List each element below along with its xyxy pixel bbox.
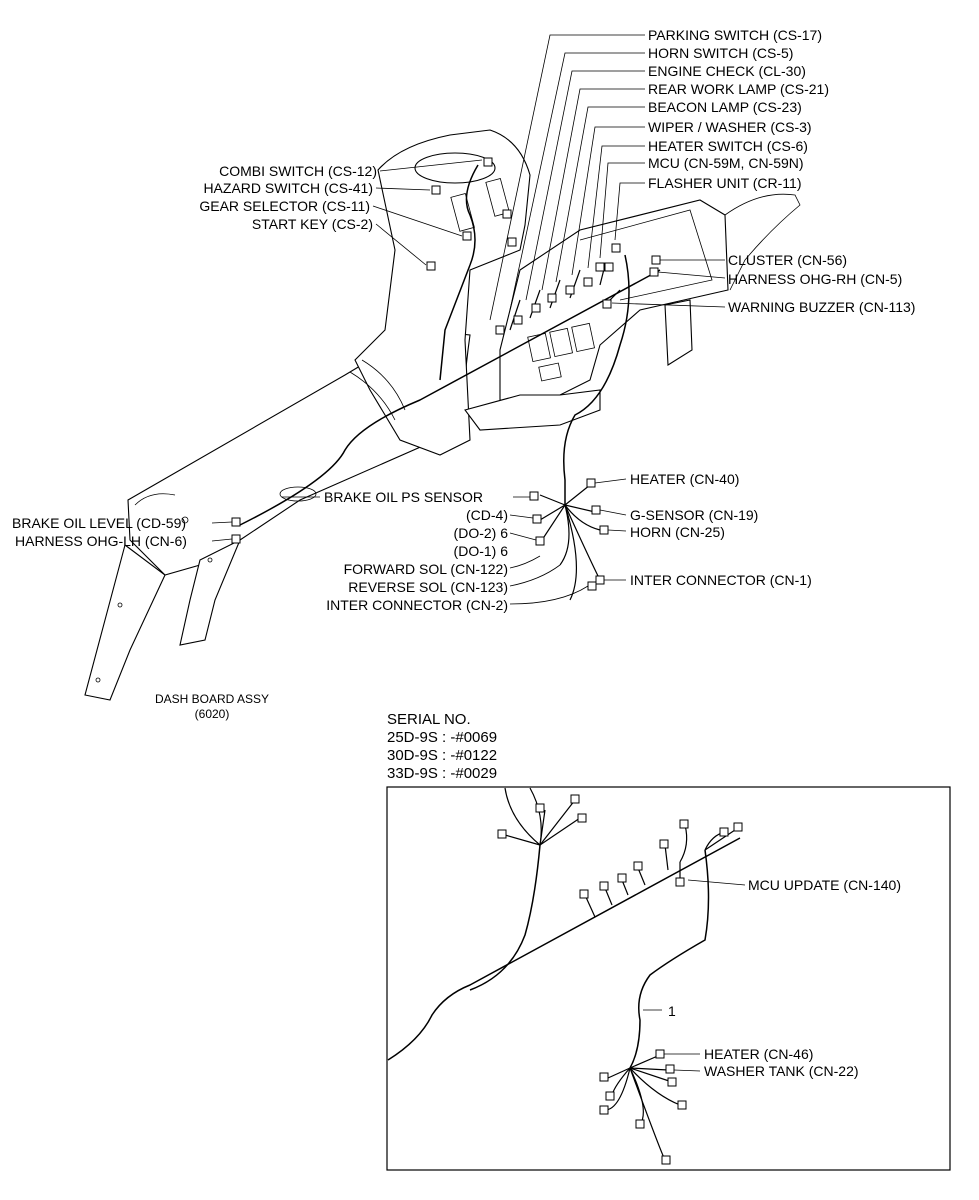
label-cluster: CLUSTER (CN-56) xyxy=(728,252,847,268)
label-hazard-switch: HAZARD SWITCH (CS-41) xyxy=(203,180,373,196)
label-mcu: MCU (CN-59M, CN-59N) xyxy=(648,155,804,171)
serial-title: SERIAL NO. xyxy=(387,711,471,728)
serial-block: SERIAL NO. 25D-9S : -#0069 30D-9S : -#01… xyxy=(387,711,497,782)
label-heater-switch: HEATER SWITCH (CS-6) xyxy=(648,138,808,154)
label-item-number: 1 xyxy=(668,1003,676,1019)
label-beacon-lamp: BEACON LAMP (CS-23) xyxy=(648,99,802,115)
label-harness-ohg-lh: HARNESS OHG-LH (CN-6) xyxy=(15,533,187,549)
label-warning-buzzer: WARNING BUZZER (CN-113) xyxy=(728,299,915,315)
label-inter-connector-2: INTER CONNECTOR (CN-2) xyxy=(326,597,508,613)
serial-row-2: 30D-9S : -#0122 xyxy=(387,747,497,764)
label-flasher-unit: FLASHER UNIT (CR-11) xyxy=(648,175,802,191)
label-do1: (DO-1) 6 xyxy=(454,543,509,559)
label-wiper-washer: WIPER / WASHER (CS-3) xyxy=(648,119,812,135)
leader-lines xyxy=(211,34,726,605)
label-horn-cn25: HORN (CN-25) xyxy=(630,524,725,540)
label-mcu-update: MCU UPDATE (CN-140) xyxy=(748,877,901,893)
label-combi-switch: COMBI SWITCH (CS-12) xyxy=(219,163,377,179)
label-start-key: START KEY (CS-2) xyxy=(252,216,373,232)
label-inter-connector-1: INTER CONNECTOR (CN-1) xyxy=(630,572,812,588)
dashboard-body xyxy=(84,129,801,701)
label-harness-ohg-rh: HARNESS OHG-RH (CN-5) xyxy=(728,271,902,287)
label-brake-oil-level: BRAKE OIL LEVEL (CD-59) xyxy=(12,515,186,531)
label-cd4: (CD-4) xyxy=(466,507,508,523)
caption-title: DASH BOARD ASSY xyxy=(155,692,269,706)
label-g-sensor: G-SENSOR (CN-19) xyxy=(630,507,758,523)
caption-code: (6020) xyxy=(195,707,230,721)
label-heater-cn46: HEATER (CN-46) xyxy=(704,1046,813,1062)
label-engine-check: ENGINE CHECK (CL-30) xyxy=(648,63,806,79)
main-harness xyxy=(239,164,661,601)
callout-labels: PARKING SWITCH (CS-17) HORN SWITCH (CS-5… xyxy=(12,27,915,613)
label-heater-cn40: HEATER (CN-40) xyxy=(630,471,739,487)
label-forward-sol: FORWARD SOL (CN-122) xyxy=(344,561,508,577)
serial-row-1: 25D-9S : -#0069 xyxy=(387,729,497,746)
label-reverse-sol: REVERSE SOL (CN-123) xyxy=(348,579,508,595)
label-parking-switch: PARKING SWITCH (CS-17) xyxy=(648,27,822,43)
label-washer-tank: WASHER TANK (CN-22) xyxy=(704,1063,859,1079)
label-gear-selector: GEAR SELECTOR (CS-11) xyxy=(199,198,370,214)
label-do2: (DO-2) 6 xyxy=(454,525,509,541)
label-horn-switch: HORN SWITCH (CS-5) xyxy=(648,45,793,61)
inset-panel: MCU UPDATE (CN-140) 1 HEATER (CN-46) WAS… xyxy=(386,786,951,1171)
label-rear-work-lamp: REAR WORK LAMP (CS-21) xyxy=(648,81,829,97)
label-brake-oil-ps-sensor: BRAKE OIL PS SENSOR xyxy=(324,489,483,505)
serial-row-3: 33D-9S : -#0029 xyxy=(387,765,497,782)
